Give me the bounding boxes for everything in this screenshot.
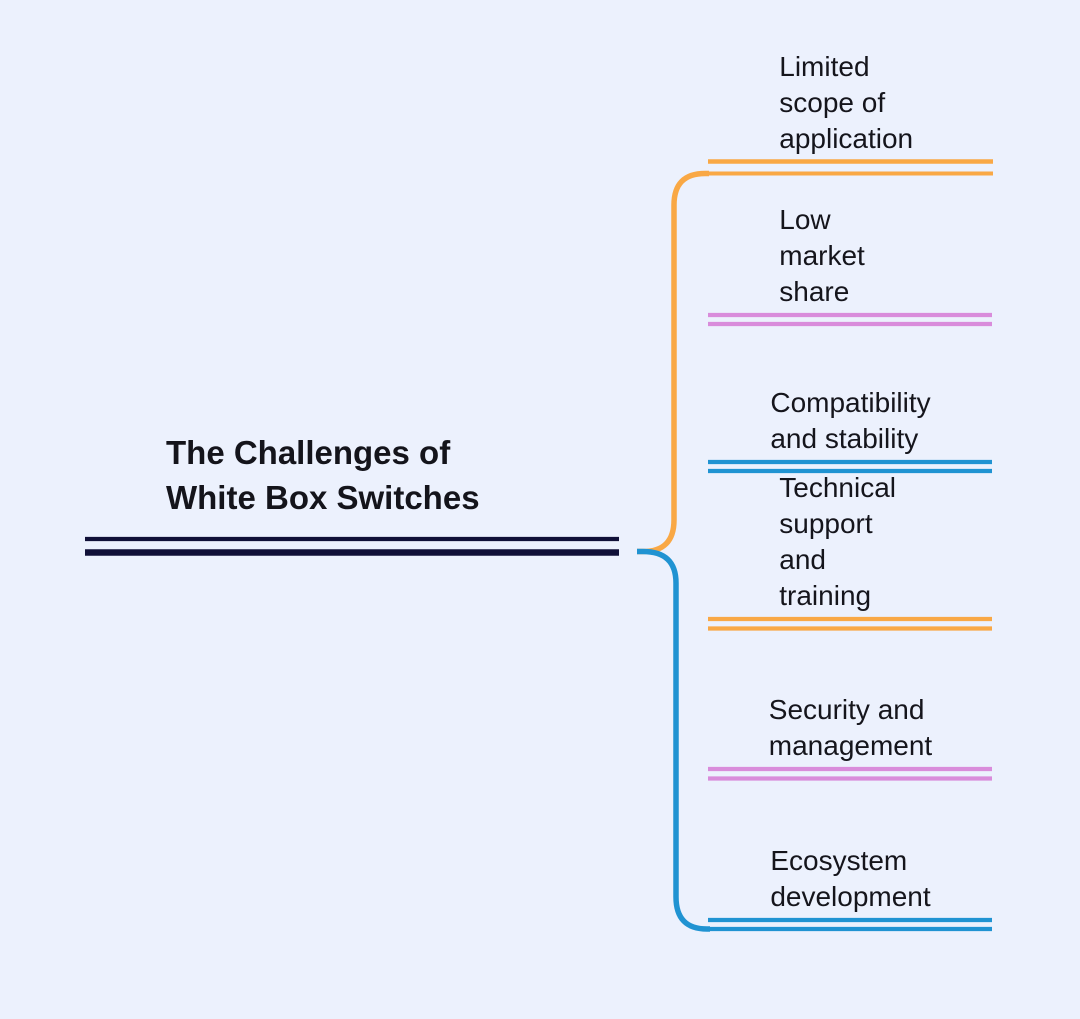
central-topic-node[interactable]: The Challenges of White Box Switches: [166, 430, 626, 520]
branch-label: Limited scope of application: [779, 51, 914, 154]
central-topic-title: The Challenges of White Box Switches: [166, 434, 480, 516]
branch-label: Compatibility and stability: [770, 387, 931, 454]
branch-label: Security and management: [768, 694, 933, 761]
branch-label: Ecosystem development: [770, 845, 931, 912]
connector-top-orange: [637, 170, 709, 555]
branch-label: Low market share: [779, 204, 865, 307]
branch-label: Technical support and training: [779, 472, 896, 611]
connector-bottom-blue: [637, 548, 710, 932]
